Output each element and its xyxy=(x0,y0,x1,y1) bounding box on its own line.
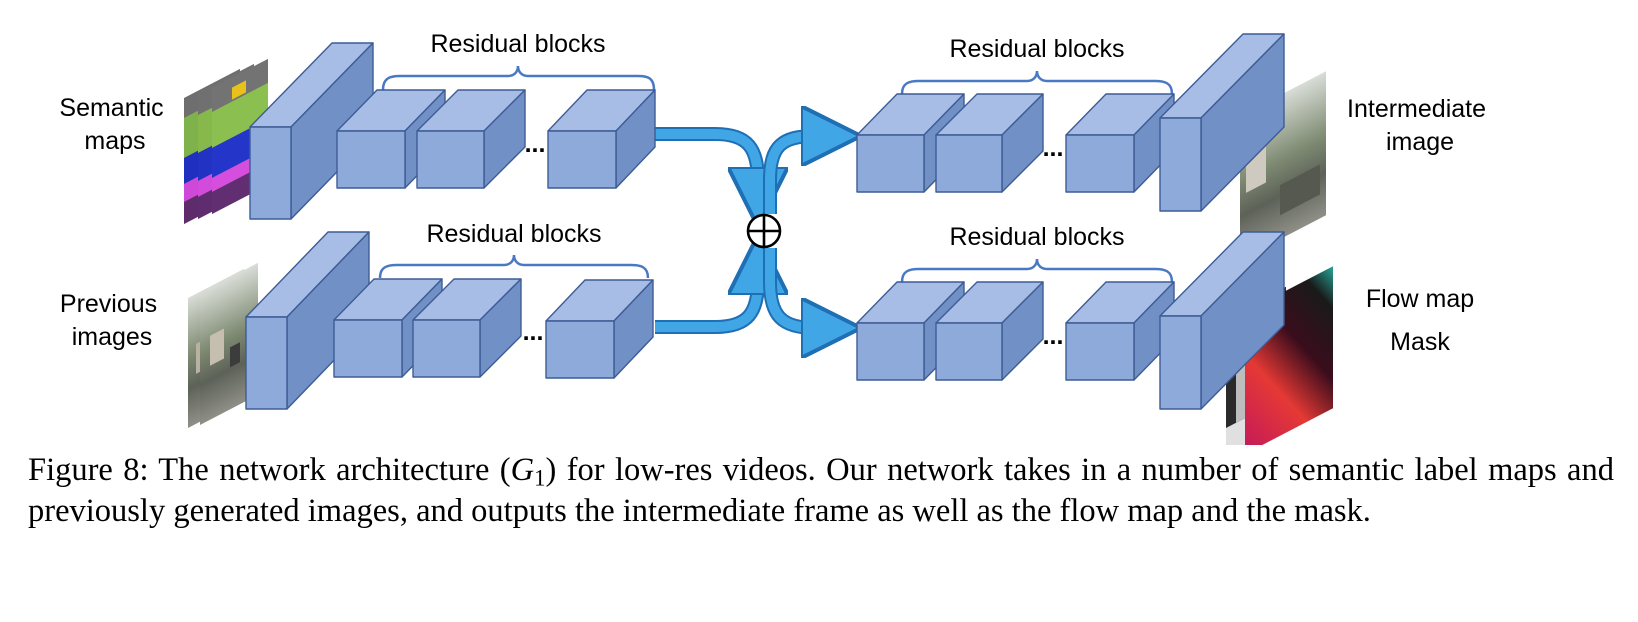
residual-block xyxy=(416,89,526,189)
residual-block xyxy=(935,93,1044,193)
circle-plus-icon xyxy=(746,213,782,249)
residual-block xyxy=(545,279,654,379)
residual-blocks-label: Residual blocks xyxy=(426,220,601,248)
arrow xyxy=(655,250,758,334)
input-conv-block xyxy=(245,231,370,410)
semantic-maps-label: Semantic maps xyxy=(59,94,170,155)
arrow xyxy=(763,136,846,214)
brace xyxy=(900,258,1174,283)
brace xyxy=(900,70,1174,95)
residual-block xyxy=(547,89,656,189)
residual-blocks-label: Residual blocks xyxy=(949,35,1124,63)
ellipsis: ... xyxy=(523,318,544,346)
previous-images-label: Previous images xyxy=(60,290,164,351)
intermediate-image-label: Intermediate image xyxy=(1347,95,1493,156)
previous-image-thumbnails xyxy=(188,262,258,428)
arrow xyxy=(763,248,846,328)
output-conv-block xyxy=(1159,231,1285,410)
architecture-diagram: Semantic maps Previous images Intermedia… xyxy=(59,30,1493,445)
residual-blocks-label: Residual blocks xyxy=(430,30,605,58)
ellipsis: ... xyxy=(1043,322,1064,350)
ellipsis: ... xyxy=(1043,134,1064,162)
brace xyxy=(378,254,650,279)
residual-block xyxy=(412,278,522,378)
residual-block xyxy=(935,281,1044,381)
mask-label: Mask xyxy=(1390,328,1450,356)
ellipsis: ... xyxy=(525,130,546,158)
output-conv-block xyxy=(1159,33,1285,212)
residual-blocks-label: Residual blocks xyxy=(949,223,1124,251)
arrow xyxy=(655,127,758,212)
brace xyxy=(381,65,656,91)
residual-block xyxy=(1065,93,1175,193)
residual-block xyxy=(1065,281,1175,381)
figure-caption: Figure 8: The network architecture (G1) … xyxy=(28,452,1614,529)
flow-map-label: Flow map xyxy=(1366,285,1474,313)
